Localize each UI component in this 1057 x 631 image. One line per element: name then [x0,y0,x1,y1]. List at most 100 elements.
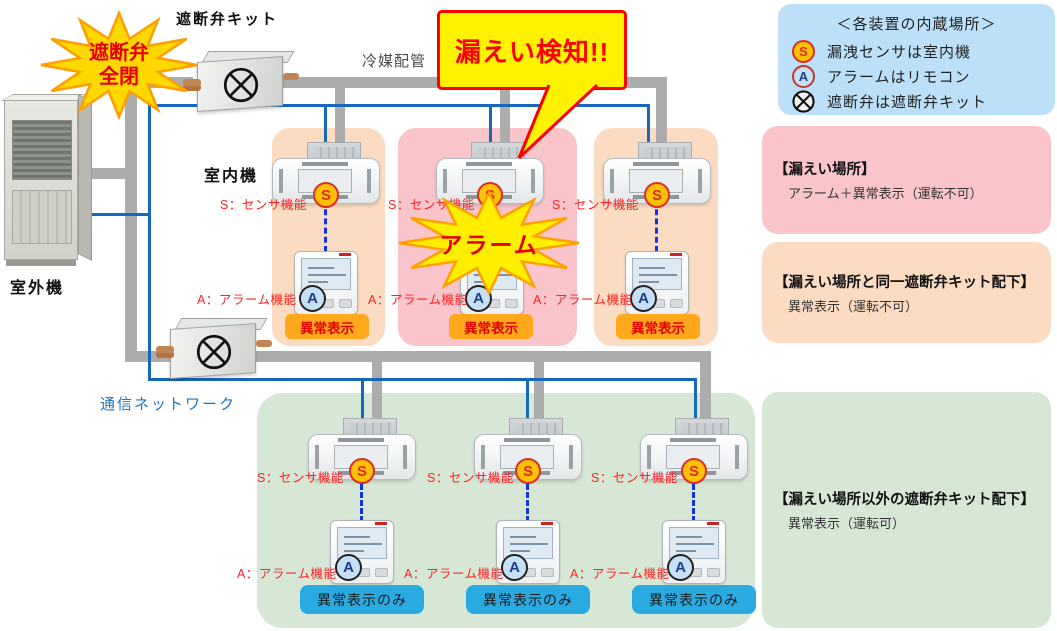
remote-link-unit6 [692,476,695,522]
remote-link-unit1 [324,200,327,252]
legend-box-other-kit: 【漏えい場所以外の遮断弁キット配下】 異常表示（運転可） [762,392,1051,628]
alarm-a-icon: A [465,285,492,312]
alarm-a-icon: A [792,65,815,88]
leak-sensor-s-icon: S [792,40,815,63]
remote-link-unit4 [360,476,363,522]
error-display-badge-1: 異常表示 [285,314,369,339]
leak-sensor-s-icon: S [644,182,670,208]
remote-link-unit5 [526,476,529,522]
leak-sensor-s-icon: S [349,458,375,484]
alarm-fn-label-5: A：アラーム機能 [404,567,504,581]
refrigerant-pipe-label: 冷媒配管 [362,53,427,70]
pipe-outdoor-horizontal [85,168,137,179]
indoor-unit-6: S [639,418,749,484]
pipe-riser-unit4 [372,356,382,420]
leak-detected-bubble-tail [517,84,599,160]
legend-row-sensor: S 漏洩センサは室内機 [792,40,971,63]
shutoff-valve-icon [792,90,815,113]
sensor-fn-label-3: S：センサ機能 [552,198,639,212]
alarm-fn-label-6: A：アラーム機能 [570,567,670,581]
alarm-a-icon: A [299,285,326,312]
pipe-riser-unit1 [335,82,345,148]
leak-sensor-s-icon: S [681,458,707,484]
legend-valve-label: 遮断弁は遮断弁キット [827,94,988,111]
valve-kit-label: 遮断弁キット [176,11,279,28]
network-drop-unit4 [361,378,364,425]
remote-controller-5: A [496,520,560,584]
error-display-only-badge-3: 異常表示のみ [632,585,756,614]
alarm-fn-label-1: A：アラーム機能 [197,293,297,307]
remote-controller-4: A [330,520,394,584]
leak-detected-bubble: 漏えい検知!! [437,10,627,90]
network-trunk-vertical [148,104,151,381]
error-display-badge-3: 異常表示 [616,314,700,339]
shutoff-valve-kit-top [183,51,299,113]
network-label: 通信ネットワーク [100,396,237,413]
sensor-fn-label-6: S：センサ機能 [591,471,678,485]
indoor-unit-3: S [602,142,712,208]
legend-sensor-label: 漏洩センサは室内機 [827,44,972,61]
network-drop-unit3 [647,104,650,152]
alarm-a-icon: A [630,285,657,312]
network-drop-unit1 [324,104,327,152]
alarm-a-icon: A [501,554,528,581]
leak-sensor-s-icon: S [515,458,541,484]
pipe-riser-unit3 [656,77,667,150]
indoor-unit-5: S [473,418,583,484]
same-kit-title: 【漏えい場所と同一遮断弁キット配下】 [774,274,1035,291]
device-location-legend: ＜各装置の内蔵場所＞ S 漏洩センサは室内機 A アラームはリモコン 遮断弁は遮… [778,4,1055,115]
outdoor-unit [0,94,92,268]
legend-box-same-kit: 【漏えい場所と同一遮断弁キット配下】 異常表示（運転不可） [762,242,1051,343]
network-top-horizontal [148,104,650,107]
alarm-a-icon: A [335,554,362,581]
remote-controller-6: A [662,520,726,584]
error-display-badge-2: 異常表示 [449,314,533,339]
legend-title: ＜各装置の内蔵場所＞ [836,16,997,33]
alarm-fn-label-4: A：アラーム機能 [237,567,337,581]
legend-alarm-label: アラームはリモコン [827,69,971,86]
same-kit-desc: 異常表示（運転不可） [788,298,919,314]
indoor-unit-label: 室内機 [204,168,259,185]
legend-box-leak-location: 【漏えい場所】 アラーム＋異常表示（運転不可） [762,126,1051,234]
indoor-unit-1: S [271,142,381,208]
leak-location-title: 【漏えい場所】 [774,162,876,178]
network-drop-unit5 [526,378,529,425]
pipe-riser-unit5 [534,356,544,420]
valve-closed-starburst: 遮断弁全閉 [38,9,200,121]
network-bottom-horizontal [148,378,697,381]
sensor-fn-label-1: S：センサ機能 [220,198,307,212]
alarm-starburst: アラーム [396,190,582,296]
alarm-burst-text: アラーム [439,232,539,258]
valve-closed-text: 遮断弁全閉 [89,42,149,88]
sensor-fn-label-5: S：センサ機能 [427,471,514,485]
pipe-mid-horizontal [125,351,711,362]
network-drop-unit6 [694,378,697,425]
pipe-riser-unit2 [500,82,510,148]
remote-controller-3: A [625,251,689,315]
indoor-unit-4: S [307,418,417,484]
error-display-only-badge-1: 異常表示のみ [300,585,424,614]
network-outdoor-horizontal [85,213,148,216]
sensor-fn-label-4: S：センサ機能 [257,471,344,485]
copper-pipe-stub [183,79,201,86]
copper-pipe-stub [256,340,272,347]
alarm-fn-label-3: A：アラーム機能 [533,293,633,307]
pipe-riser-unit6 [700,351,711,422]
error-display-only-badge-2: 異常表示のみ [466,585,590,614]
outdoor-unit-label: 室外機 [10,280,65,297]
copper-pipe-stub [156,346,174,353]
legend-row-alarm: A アラームはリモコン [792,65,971,88]
copper-pipe-stub [283,73,299,80]
leak-sensor-s-icon: S [313,182,339,208]
other-kit-title: 【漏えい場所以外の遮断弁キット配下】 [774,492,1035,508]
legend-row-valve: 遮断弁は遮断弁キット [792,90,987,113]
alarm-a-icon: A [667,554,694,581]
remote-link-unit3 [655,200,658,252]
network-drop-unit2 [489,104,492,152]
shutoff-valve-icon [223,67,259,103]
remote-controller-1: A [294,251,358,315]
pipe-trunk-vertical [125,72,137,362]
shutoff-valve-icon [196,334,232,370]
leak-location-desc: アラーム＋異常表示（運転不可） [788,186,983,201]
